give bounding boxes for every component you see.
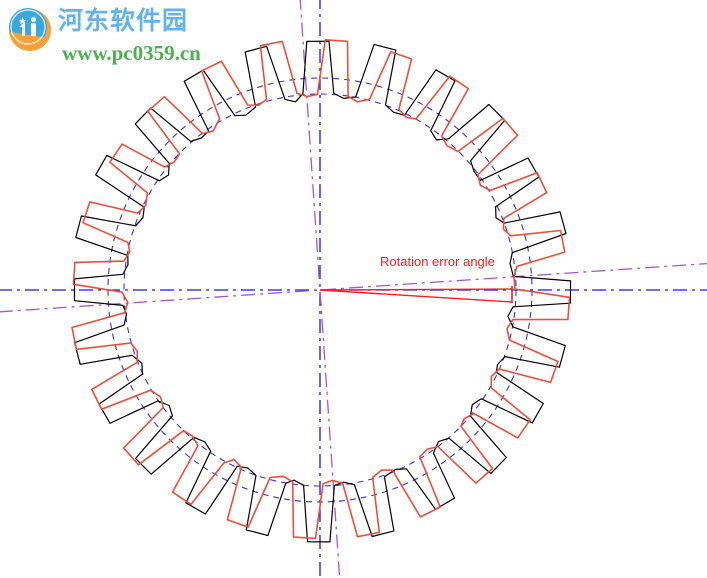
rotation-error-wedge <box>319 286 513 303</box>
nominal-tooth-profile <box>73 40 572 543</box>
actual-tooth-profile <box>71 39 571 540</box>
rotation-error-angle-label: Rotation error angle <box>380 254 495 269</box>
